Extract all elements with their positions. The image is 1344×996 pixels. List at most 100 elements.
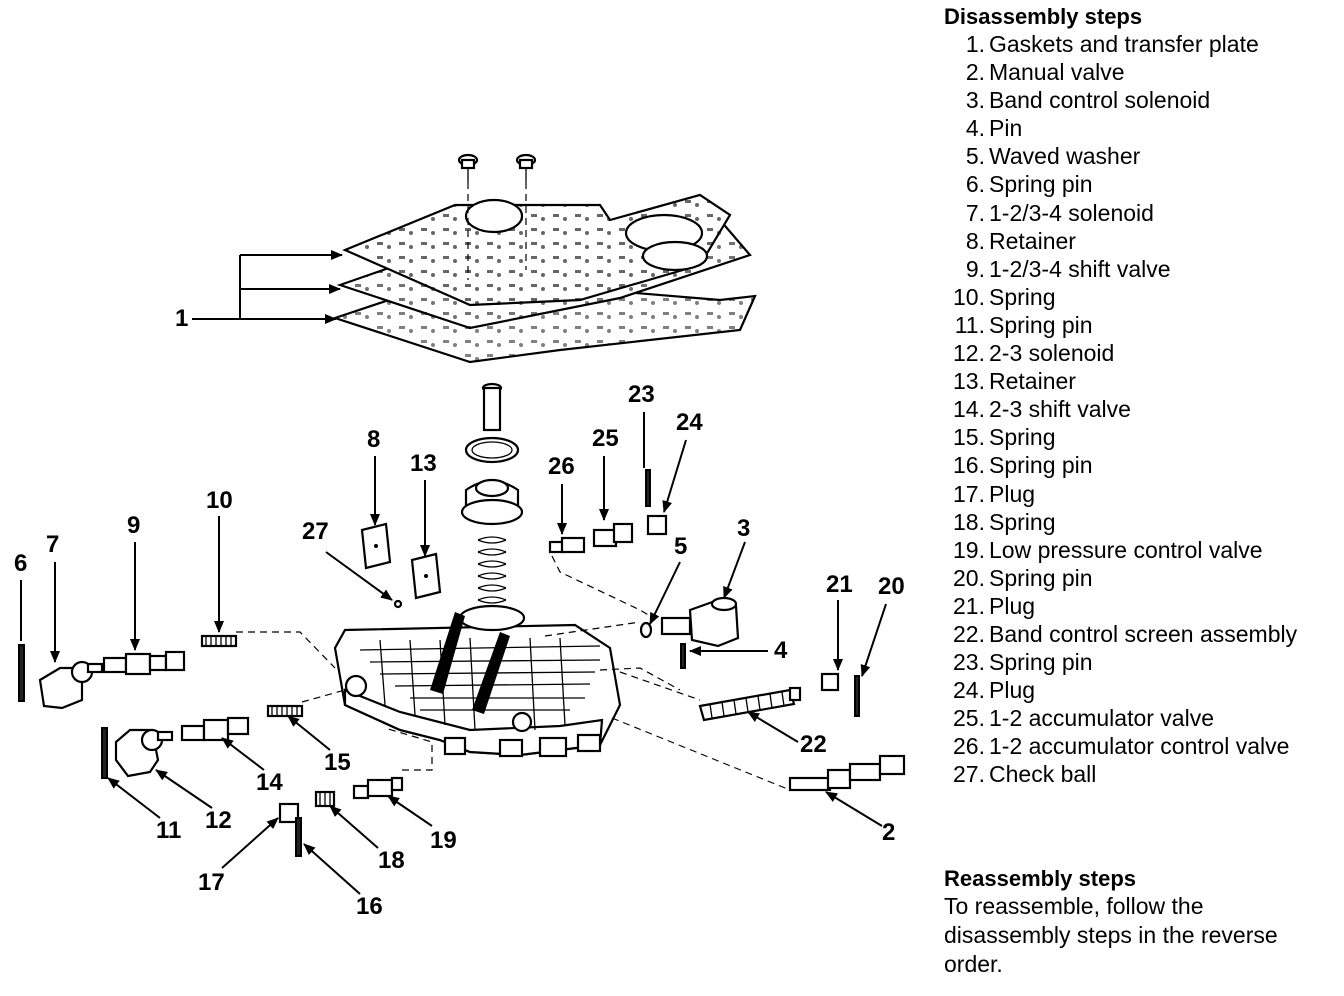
svg-text:27: 27	[302, 518, 329, 545]
legend-item: 9.1-2/3-4 shift valve	[965, 255, 1171, 282]
callout-9: 9	[127, 512, 140, 651]
spring-18	[314, 790, 336, 808]
callout-5: 5	[649, 533, 687, 625]
svg-text:6: 6	[14, 550, 27, 577]
svg-text:8: 8	[367, 426, 380, 453]
spring-15	[266, 704, 304, 718]
valve-body-illustration: 1	[14, 153, 906, 920]
shift-valve-1-2-3-4	[102, 650, 186, 676]
disassembly-legend: Disassembly steps 1.Gaskets and transfer…	[944, 4, 1312, 789]
legend-item: 10.Spring	[953, 283, 1056, 310]
callout-25: 25	[592, 425, 619, 521]
callout-15: 15	[287, 715, 351, 776]
accumulator-spring	[477, 536, 507, 604]
svg-text:26: 26	[548, 453, 575, 480]
callout-26: 26	[548, 453, 575, 535]
svg-text:7: 7	[46, 531, 59, 558]
legend-item: 6.Spring pin	[965, 171, 1093, 198]
legend-item: 21.Plug	[953, 592, 1036, 619]
legend-item: 18.Spring	[953, 508, 1056, 535]
spring-pin-23	[645, 469, 651, 507]
bolt-right	[515, 153, 537, 270]
callout-14: 14	[221, 737, 283, 796]
spring-pin-11	[101, 727, 108, 779]
legend-item: 23.Spring pin	[953, 649, 1093, 676]
legend-item: 12.2-3 solenoid	[953, 340, 1115, 367]
svg-text:19: 19	[430, 827, 457, 854]
pin-4	[680, 643, 686, 669]
check-ball	[393, 599, 403, 609]
svg-text:10: 10	[206, 487, 233, 514]
callout-23: 23	[628, 381, 655, 468]
legend-item: 8.Retainer	[965, 227, 1076, 254]
legend-item: 24.Plug	[953, 677, 1036, 704]
callout-18: 18	[329, 805, 405, 874]
waved-washer	[639, 621, 653, 639]
plug-24	[646, 514, 668, 536]
spring-pin-20	[854, 675, 860, 717]
legend-item: 5.Waved washer	[965, 143, 1141, 170]
retainer-8	[360, 522, 392, 570]
callout-8: 8	[367, 426, 380, 526]
legend-item: 26.1-2 accumulator control valve	[953, 733, 1290, 760]
gasket-stack	[331, 193, 757, 364]
legend-item: 16.Spring pin	[953, 452, 1093, 479]
svg-text:5: 5	[674, 533, 687, 560]
reassembly-title: Reassembly steps	[944, 866, 1136, 891]
callout-3: 3	[723, 515, 750, 599]
callout-11: 11	[107, 777, 181, 844]
spring-pin-6	[18, 644, 25, 702]
svg-text:17: 17	[198, 869, 225, 896]
o-ring	[464, 436, 520, 464]
legend-item: 3.Band control solenoid	[965, 87, 1211, 114]
disassembly-list: 1.Gaskets and transfer plate 2.Manual va…	[944, 30, 1312, 789]
legend-item: 7.1-2/3-4 solenoid	[965, 199, 1154, 226]
callout-27: 27	[302, 518, 393, 601]
callout-6: 6	[14, 550, 27, 641]
callout-12: 12	[155, 769, 232, 834]
legend-item: 19.Low pressure control valve	[953, 536, 1263, 563]
svg-text:24: 24	[676, 409, 703, 436]
valve-body	[333, 604, 622, 758]
svg-text:20: 20	[878, 573, 905, 600]
svg-text:14: 14	[256, 769, 283, 796]
legend-item: 15.Spring	[953, 424, 1056, 451]
svg-text:1: 1	[175, 305, 188, 332]
callout-19: 19	[387, 795, 457, 854]
callout-7: 7	[46, 531, 60, 663]
callout-2: 2	[825, 791, 895, 846]
band-control-screen-assembly	[698, 686, 802, 722]
manual-valve	[788, 754, 906, 792]
svg-text:18: 18	[378, 847, 405, 874]
callout-17: 17	[198, 817, 279, 896]
callout-24: 24	[662, 409, 703, 513]
callout-22: 22	[747, 711, 827, 758]
legend-item: 22.Band control screen assembly	[953, 620, 1298, 647]
legend-item: 4.Pin	[965, 115, 1023, 142]
bolt-left	[457, 153, 479, 280]
legend-item: 14.2-3 shift valve	[953, 396, 1131, 423]
spring-10	[200, 634, 238, 648]
legend-item: 20.Spring pin	[953, 564, 1093, 591]
svg-text:25: 25	[592, 425, 619, 452]
callout-10: 10	[206, 487, 233, 633]
svg-text:3: 3	[737, 515, 750, 542]
plug-17	[278, 802, 300, 824]
reassembly-section: Reassembly steps To reassemble, follow t…	[944, 866, 1312, 979]
accumulator-control-valve-26	[548, 536, 586, 554]
disassembly-title: Disassembly steps	[944, 4, 1143, 29]
legend-item: 13.Retainer	[953, 368, 1076, 395]
legend-item: 25.1-2 accumulator valve	[953, 705, 1214, 732]
spring-pin-16	[295, 817, 302, 857]
accumulator-piston	[460, 478, 524, 526]
svg-text:2: 2	[882, 819, 895, 846]
legend-item: 17.Plug	[953, 480, 1036, 507]
svg-text:21: 21	[826, 571, 853, 598]
legend-item: 27.Check ball	[953, 761, 1097, 788]
svg-text:13: 13	[410, 450, 437, 477]
svg-text:23: 23	[628, 381, 655, 408]
svg-text:22: 22	[800, 731, 827, 758]
low-pressure-control-valve	[352, 776, 404, 800]
plug-21	[820, 672, 840, 692]
accumulator-pin	[481, 382, 503, 432]
